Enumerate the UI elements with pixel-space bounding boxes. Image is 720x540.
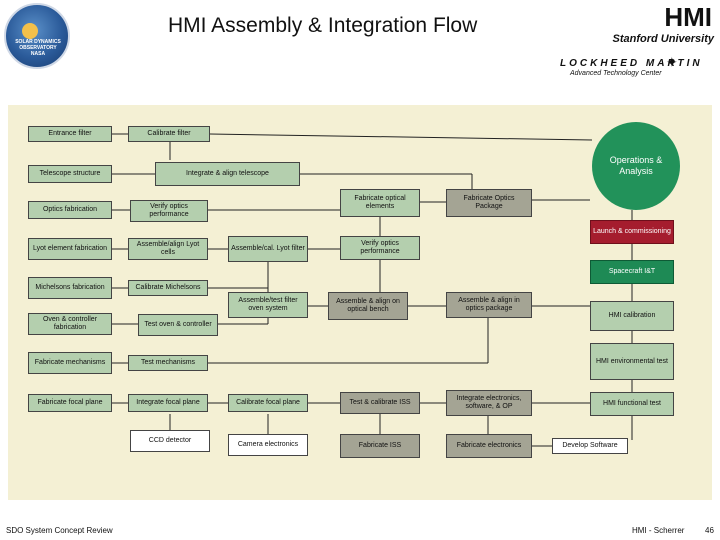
stanford-university: Stanford University	[612, 33, 714, 45]
box-hmi-functional-test: HMI functional test	[590, 392, 674, 416]
box-entrance-filter: Entrance filter	[28, 126, 112, 142]
sdo-logo: SOLAR DYNAMICS OBSERVATORY NASA	[4, 3, 70, 69]
box-oven-fabrication: Oven & controller fabrication	[28, 313, 112, 335]
box-telescope-structure: Telescope structure	[28, 165, 112, 183]
operations-analysis-node: Operations & Analysis	[592, 122, 680, 210]
box-assemble-optics-package: Assemble & align in optics package	[446, 292, 532, 318]
box-assemble-optical-bench: Assemble & align on optical bench	[328, 292, 408, 320]
box-camera-electronics: Camera electronics	[228, 434, 308, 456]
box-verify-optics-performance-2: Verify optics performance	[340, 236, 420, 260]
page-title: HMI Assembly & Integration Flow	[168, 14, 478, 37]
box-assemble-lyot-cells: Assemble/align Lyot cells	[128, 238, 208, 260]
box-calibrate-focal-plane: Calibrate focal plane	[228, 394, 308, 412]
footer-author: HMI - Scherrer	[632, 526, 685, 535]
box-fabricate-optical-elements: Fabricate optical elements	[340, 189, 420, 217]
box-michelsons-fabrication: Michelsons fabrication	[28, 277, 112, 299]
box-hmi-environmental-test: HMI environmental test	[590, 343, 674, 380]
box-launch-commissioning: Launch & commissioning	[590, 220, 674, 244]
box-ccd-detector: CCD detector	[130, 430, 210, 452]
box-test-calibrate-iss: Test & calibrate ISS	[340, 392, 420, 414]
box-spacecraft-it: Spacecraft I&T	[590, 260, 674, 284]
box-test-oven-controller: Test oven & controller	[138, 314, 218, 336]
box-optics-fabrication: Optics fabrication	[28, 201, 112, 219]
lockheed-martin-logo: LOCKHEED MARTIN	[560, 58, 703, 69]
box-fabricate-mechanisms: Fabricate mechanisms	[28, 352, 112, 374]
box-integrate-focal-plane: Integrate focal plane	[128, 394, 208, 412]
box-lyot-fabrication: Lyot element fabrication	[28, 238, 112, 260]
box-calibrate-michelsons: Calibrate Michelsons	[128, 280, 208, 296]
footer-review-name: SDO System Concept Review	[6, 526, 113, 535]
box-fabricate-electronics: Fabricate electronics	[446, 434, 532, 458]
box-fabricate-focal-plane: Fabricate focal plane	[28, 394, 112, 412]
box-assemble-cal-lyot-filter: Assemble/cal. Lyot filter	[228, 236, 308, 262]
logo-text: SOLAR DYNAMICS OBSERVATORY NASA	[15, 39, 61, 57]
advanced-technology-center: Advanced Technology Center	[570, 70, 662, 77]
box-verify-optics-performance: Verify optics performance	[130, 200, 208, 222]
box-hmi-calibration: HMI calibration	[590, 301, 674, 331]
box-assemble-test-filter-oven: Assemble/test filter oven system	[228, 292, 308, 318]
box-fabricate-iss: Fabricate ISS	[340, 434, 420, 458]
star-icon: ✦	[666, 54, 678, 70]
box-fabricate-optics-package: Fabricate Optics Package	[446, 189, 532, 217]
box-integrate-electronics: Integrate electronics, software, & OP	[446, 390, 532, 416]
page-number: 46	[705, 526, 714, 535]
box-calibrate-filter: Calibrate filter	[128, 126, 210, 142]
hmi-brand: HMI	[664, 2, 712, 32]
box-integrate-align-telescope: Integrate & align telescope	[155, 162, 300, 186]
box-develop-software: Develop Software	[552, 438, 628, 454]
sun-icon	[22, 23, 38, 39]
box-test-mechanisms: Test mechanisms	[128, 355, 208, 371]
